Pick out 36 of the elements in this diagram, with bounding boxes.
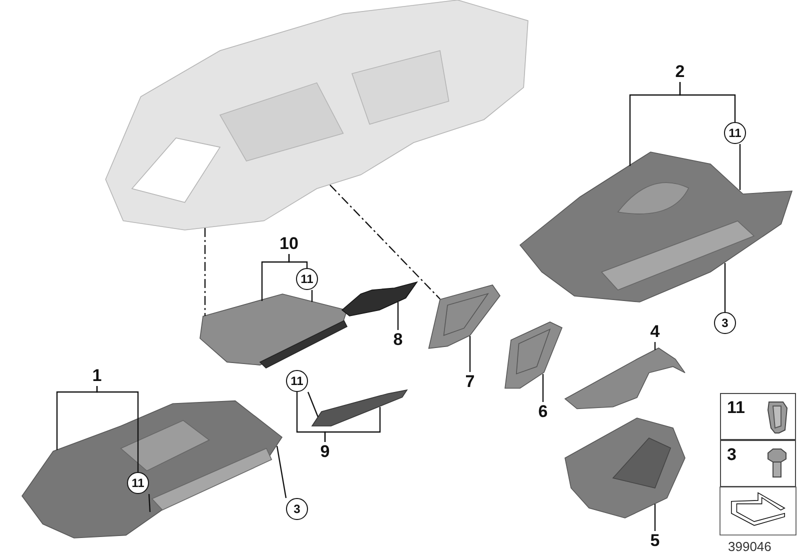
leader-line (654, 504, 656, 531)
assembly-line (330, 184, 440, 300)
circled-callout-number: 3 (714, 312, 736, 334)
callout-number: 1 (87, 366, 107, 386)
leader-line (542, 374, 544, 402)
leader-line (96, 386, 139, 472)
leader-line (148, 494, 151, 512)
callout-number: 4 (645, 322, 665, 342)
leader-line (288, 254, 308, 268)
drawing-number: 399046 (728, 539, 772, 554)
callout-number: 2 (668, 62, 692, 82)
part-number: 11 (727, 398, 745, 418)
parts-table-cell (720, 440, 796, 487)
circled-callout-number: 11 (724, 122, 746, 144)
assembly-line (204, 228, 206, 316)
leader-line (724, 263, 726, 312)
callout-number: 5 (645, 531, 665, 551)
leader-line (296, 392, 326, 442)
leader-line (307, 392, 319, 418)
callout-number: 8 (388, 330, 408, 350)
part-number: 3 (727, 445, 736, 465)
leader-line (679, 82, 736, 122)
circled-callout-number: 11 (286, 370, 308, 392)
callout-number: 7 (460, 372, 480, 392)
callout-number: 10 (274, 234, 304, 254)
leader-line (654, 342, 656, 350)
circled-callout-number: 11 (296, 268, 318, 290)
leader-line (311, 290, 313, 302)
circled-callout-number: 3 (286, 498, 308, 520)
callout-number: 6 (533, 402, 553, 422)
parts-table-cell (720, 393, 796, 440)
leader-line (276, 446, 287, 498)
leader-line (397, 302, 399, 330)
leader-line (469, 336, 471, 372)
callout-number: 9 (315, 442, 335, 462)
leader-line (739, 144, 741, 190)
